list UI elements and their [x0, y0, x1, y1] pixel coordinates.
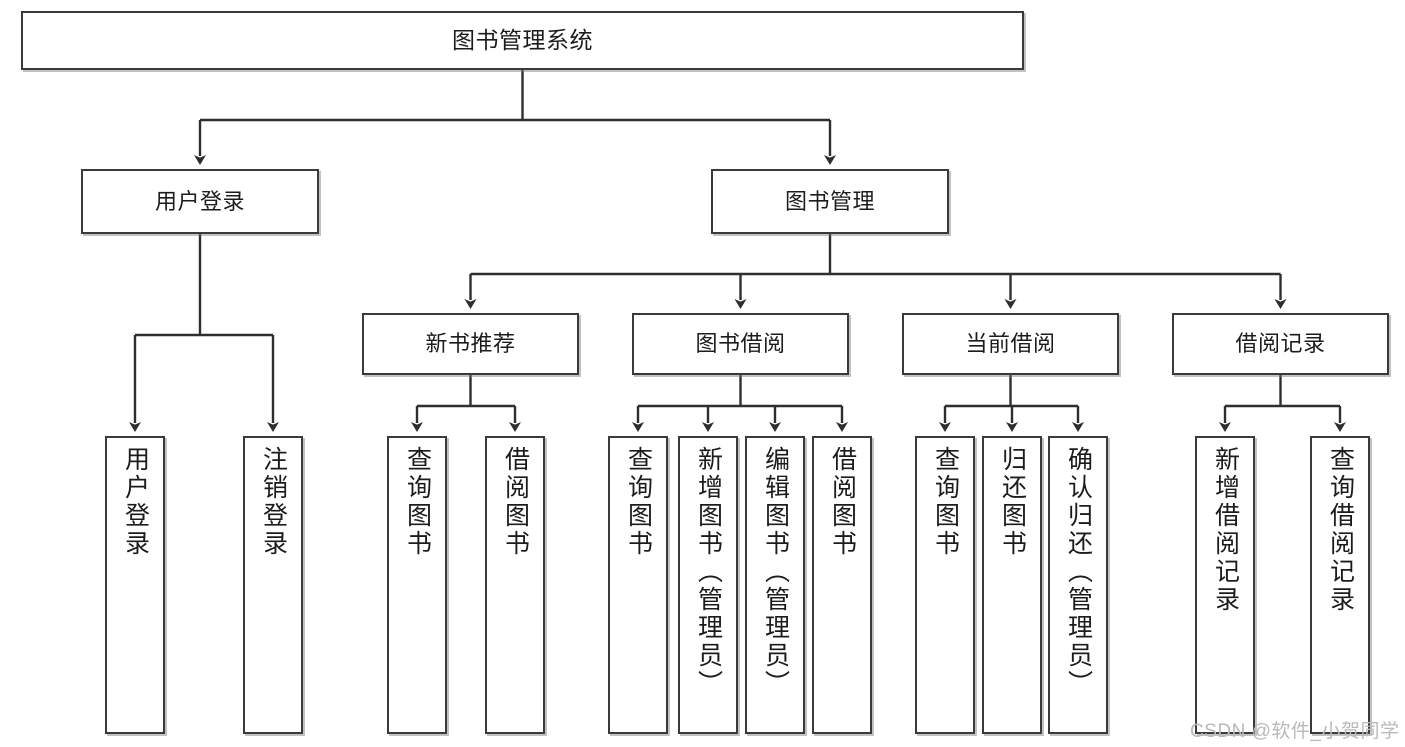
csdn-watermark: CSDN @软件_小贺同学 — [1190, 721, 1400, 742]
node-current-borrow[interactable]: 当前借阅 — [902, 313, 1119, 375]
node-book-borrow[interactable]: 图书借阅 — [632, 313, 849, 375]
node-label-borrow-record: 借阅记录 — [1235, 331, 1326, 357]
node-label-leaf-borrow-book: 借阅图书 — [828, 446, 857, 558]
node-borrow-record[interactable]: 借阅记录 — [1172, 313, 1389, 375]
node-leaf-edit-book[interactable]: 编辑图书（管理员） — [745, 436, 805, 734]
node-label-leaf-confirm-return: 确认归还（管理员） — [1064, 446, 1093, 698]
node-book-manage[interactable]: 图书管理 — [711, 169, 949, 234]
node-leaf-confirm-return[interactable]: 确认归还（管理员） — [1048, 436, 1108, 734]
node-label-leaf-logout: 注销登录 — [259, 446, 288, 558]
node-leaf-user-login[interactable]: 用户登录 — [105, 436, 165, 734]
node-label-current-borrow: 当前借阅 — [965, 331, 1056, 357]
node-leaf-logout[interactable]: 注销登录 — [243, 436, 303, 734]
node-label-leaf-query-record: 查询借阅记录 — [1326, 446, 1355, 614]
node-leaf-query-book-rec[interactable]: 查询图书 — [387, 436, 447, 734]
node-label-book-borrow: 图书借阅 — [695, 331, 786, 357]
node-label-leaf-borrow-book-rec: 借阅图书 — [501, 446, 530, 558]
node-label-leaf-query-book-current: 查询图书 — [931, 446, 960, 558]
node-leaf-query-book-borrow[interactable]: 查询图书 — [608, 436, 668, 734]
node-label-new-book-rec: 新书推荐 — [425, 331, 516, 357]
node-label-leaf-return-book: 归还图书 — [998, 446, 1027, 558]
node-leaf-query-record[interactable]: 查询借阅记录 — [1310, 436, 1370, 734]
node-label-leaf-add-record: 新增借阅记录 — [1211, 446, 1240, 614]
node-leaf-return-book[interactable]: 归还图书 — [982, 436, 1042, 734]
node-label-book-manage: 图书管理 — [784, 188, 875, 214]
node-new-book-rec[interactable]: 新书推荐 — [362, 313, 579, 375]
node-leaf-borrow-book[interactable]: 借阅图书 — [812, 436, 872, 734]
node-label-root: 图书管理系统 — [452, 27, 593, 54]
node-root[interactable]: 图书管理系统 — [21, 11, 1024, 70]
node-label-leaf-user-login: 用户登录 — [121, 446, 150, 558]
node-label-leaf-edit-book: 编辑图书（管理员） — [761, 446, 790, 698]
node-leaf-query-book-current[interactable]: 查询图书 — [915, 436, 975, 734]
node-leaf-borrow-book-rec[interactable]: 借阅图书 — [485, 436, 545, 734]
node-label-user-login: 用户登录 — [154, 188, 245, 214]
node-label-leaf-add-book: 新增图书（管理员） — [694, 446, 723, 698]
node-leaf-add-book[interactable]: 新增图书（管理员） — [678, 436, 738, 734]
node-label-leaf-query-book-borrow: 查询图书 — [624, 446, 653, 558]
node-user-login[interactable]: 用户登录 — [81, 169, 319, 234]
node-label-leaf-query-book-rec: 查询图书 — [403, 446, 432, 558]
node-leaf-add-record[interactable]: 新增借阅记录 — [1195, 436, 1255, 734]
